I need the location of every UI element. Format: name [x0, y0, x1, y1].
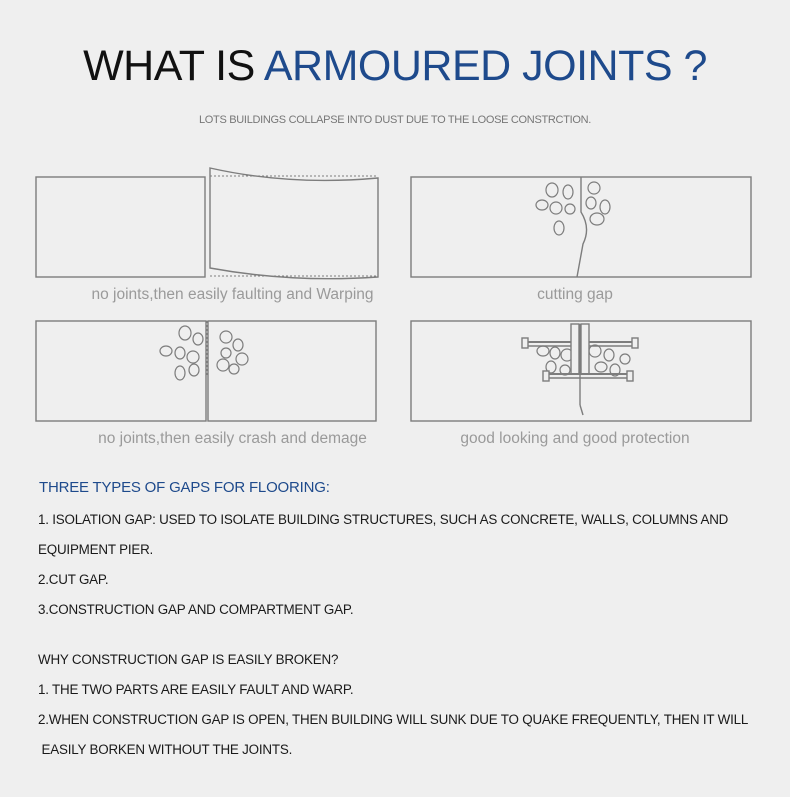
why-broken-line: 1. THE TWO PARTS ARE EASILY FAULT AND WA…	[38, 682, 354, 697]
caption-armoured: good looking and good protection	[460, 430, 690, 447]
why-broken-line: EASILY BORKEN WITHOUT THE JOINTS.	[38, 742, 293, 757]
caption-warping: no joints,then easily faulting and Warpi…	[91, 286, 374, 303]
gap-type-line: EQUIPMENT PIER.	[38, 542, 154, 557]
diagram-crash	[35, 320, 377, 422]
caption-crash: no joints,then easily crash and demage	[98, 430, 367, 447]
gap-type-line: 1. ISOLATION GAP: USED TO ISOLATE BUILDI…	[38, 512, 729, 527]
diagram-armoured-joint	[410, 320, 752, 422]
gap-type-line: 2.CUT GAP.	[38, 572, 109, 587]
diagram-warping	[35, 167, 379, 280]
gap-types-heading: THREE TYPES OF GAPS FOR FLOORING:	[39, 479, 330, 496]
gap-type-line: 3.CONSTRUCTION GAP AND COMPARTMENT GAP.	[38, 602, 354, 617]
why-broken-line: 2.WHEN CONSTRUCTION GAP IS OPEN, THEN BU…	[38, 712, 749, 727]
page-subtitle: LOTS BUILDINGS COLLAPSE INTO DUST DUE TO…	[198, 114, 592, 126]
title-accent: ARMOURED JOINTS ?	[263, 42, 708, 90]
page-title: WHAT IS ARMOURED JOINTS ?	[0, 42, 790, 91]
title-main: WHAT IS	[83, 42, 264, 90]
why-broken-heading: WHY CONSTRUCTION GAP IS EASILY BROKEN?	[38, 652, 339, 667]
caption-cutting-gap: cutting gap	[537, 286, 613, 303]
diagram-cutting-gap	[410, 176, 752, 278]
